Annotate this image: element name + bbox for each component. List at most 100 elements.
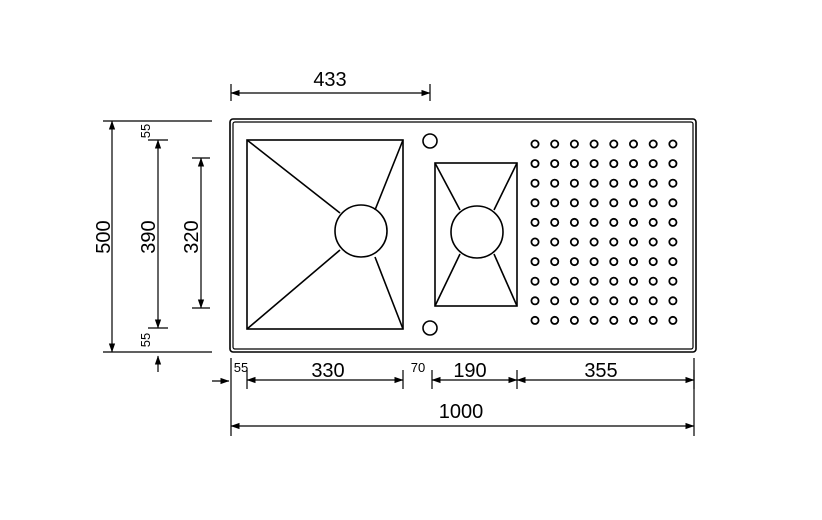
sink-outline	[229, 118, 697, 353]
dim-55-label: 55	[234, 360, 248, 375]
dim-355-label: 355	[584, 360, 617, 382]
drain-hole	[530, 257, 540, 267]
drain-hole	[668, 159, 678, 169]
dim-390-label: 390	[138, 220, 160, 253]
drain-hole	[629, 217, 639, 227]
dim-390: 390 55 55	[138, 124, 168, 372]
drain-hole	[648, 159, 658, 169]
drain-hole	[629, 237, 639, 247]
drain-hole	[550, 315, 560, 325]
drain-hole	[550, 178, 560, 188]
large-bowl-drain-icon	[334, 204, 388, 258]
drain-hole	[629, 198, 639, 208]
drain-hole	[530, 217, 540, 227]
dim-330-label: 330	[311, 360, 344, 382]
drain-hole	[530, 198, 540, 208]
dim-500-label: 500	[93, 220, 115, 253]
drain-hole	[569, 237, 579, 247]
drain-hole	[648, 139, 658, 149]
drain-hole	[569, 159, 579, 169]
drainboard-holes	[530, 139, 678, 325]
dim-55-bottom-label: 55	[138, 333, 153, 347]
drain-hole	[589, 257, 599, 267]
drain-hole	[648, 276, 658, 286]
drain-hole	[550, 159, 560, 169]
drain-hole	[609, 178, 619, 188]
dim-1000: 1000	[230, 358, 695, 436]
drain-hole	[668, 139, 678, 149]
drain-hole	[569, 296, 579, 306]
dim-70-label: 70	[411, 360, 425, 375]
dim-320: 320	[181, 157, 210, 309]
drain-hole	[648, 237, 658, 247]
drain-hole	[569, 257, 579, 267]
drain-hole	[668, 257, 678, 267]
drain-hole	[569, 217, 579, 227]
drain-hole	[569, 139, 579, 149]
drain-hole	[629, 178, 639, 188]
drain-hole	[629, 296, 639, 306]
drain-hole	[569, 276, 579, 286]
drain-hole	[668, 276, 678, 286]
drain-hole	[589, 315, 599, 325]
drain-hole	[530, 296, 540, 306]
drain-hole	[609, 159, 619, 169]
drain-hole	[609, 315, 619, 325]
drain-hole	[648, 257, 658, 267]
dim-190-label: 190	[453, 360, 486, 382]
drain-hole	[629, 257, 639, 267]
drain-hole	[530, 315, 540, 325]
dim-500: 500	[93, 120, 212, 353]
dim-320-label: 320	[181, 220, 203, 253]
drain-hole	[550, 198, 560, 208]
drain-hole	[530, 276, 540, 286]
drain-hole	[609, 296, 619, 306]
drain-hole	[648, 296, 658, 306]
drain-hole	[569, 315, 579, 325]
dim-1000-label: 1000	[439, 401, 484, 423]
drain-hole	[550, 296, 560, 306]
drain-hole	[668, 296, 678, 306]
drain-hole	[609, 257, 619, 267]
drain-hole	[668, 217, 678, 227]
drain-hole	[629, 315, 639, 325]
drain-hole	[609, 198, 619, 208]
tap-hole-top-icon	[422, 133, 438, 149]
drain-hole	[589, 217, 599, 227]
drain-hole	[550, 139, 560, 149]
drain-hole	[629, 159, 639, 169]
drain-hole	[589, 178, 599, 188]
drain-hole	[668, 237, 678, 247]
drain-hole	[550, 217, 560, 227]
drain-hole	[609, 237, 619, 247]
drain-hole	[668, 315, 678, 325]
tap-hole-bottom-icon	[422, 320, 438, 336]
drain-hole	[589, 198, 599, 208]
drain-hole	[589, 159, 599, 169]
dim-bottom-row: 55 330 70 190 355	[212, 360, 695, 389]
sink-inner-outline	[232, 121, 694, 350]
drain-hole	[569, 178, 579, 188]
drain-hole	[530, 178, 540, 188]
drain-hole	[648, 198, 658, 208]
drain-hole	[530, 139, 540, 149]
small-bowl	[434, 162, 518, 307]
drain-hole	[629, 276, 639, 286]
drain-hole	[530, 159, 540, 169]
drain-hole	[569, 198, 579, 208]
dim-55-top-label: 55	[138, 124, 153, 138]
drain-hole	[648, 217, 658, 227]
drain-hole	[648, 178, 658, 188]
large-bowl	[246, 139, 404, 330]
drain-hole	[648, 315, 658, 325]
drain-hole	[550, 276, 560, 286]
drain-hole	[550, 237, 560, 247]
drain-hole	[609, 276, 619, 286]
drain-hole	[668, 178, 678, 188]
drain-hole	[589, 276, 599, 286]
drain-hole	[589, 237, 599, 247]
drain-hole	[589, 296, 599, 306]
dim-433-label: 433	[313, 69, 346, 91]
